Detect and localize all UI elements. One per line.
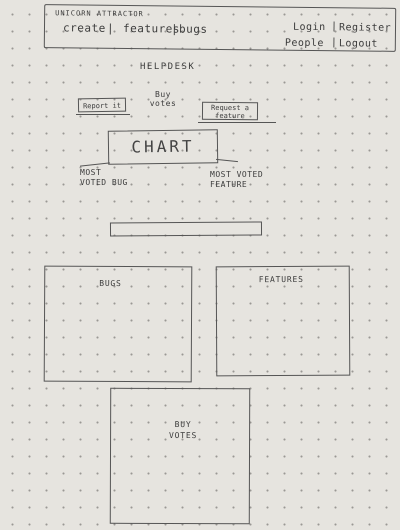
most-voted-feature-label: Most voted feature	[210, 170, 264, 189]
request-feature-button[interactable]: Request a feature	[201, 101, 259, 121]
page-subtitle: Buy votes	[149, 90, 177, 108]
nav-link-create[interactable]: create	[62, 21, 106, 35]
chart-connector	[80, 162, 110, 167]
chart-placeholder: CHART	[107, 129, 219, 165]
button-underline	[76, 114, 130, 115]
buy-votes-panel-title: Buy votes	[169, 419, 198, 441]
most-voted-bug-label: Most voted bug	[80, 168, 128, 187]
progress-bar-placeholder	[109, 221, 263, 237]
bugs-panel-title: Bugs	[99, 278, 122, 289]
login-link[interactable]: Login	[292, 21, 326, 34]
buy-votes-panel[interactable]: Buy votes	[109, 387, 251, 525]
nav-separator: |	[330, 37, 338, 49]
logout-link[interactable]: Logout	[338, 38, 379, 50]
chart-label: CHART	[131, 136, 195, 157]
features-panel[interactable]: Features	[215, 265, 351, 377]
chart-connector	[216, 158, 238, 163]
features-panel-title: Features	[258, 274, 304, 285]
nav-separator: |	[106, 21, 115, 35]
nav-link-bugs[interactable]: bugs	[178, 22, 208, 36]
nav-separator: |	[170, 22, 179, 36]
bugs-panel[interactable]: Bugs	[43, 265, 193, 383]
page-title: HELPDESK	[140, 62, 196, 72]
brand-logo[interactable]: Unicorn Attractor	[55, 9, 144, 19]
navbar: Unicorn Attractor create | features | bu…	[43, 4, 397, 52]
register-link[interactable]: Register	[338, 22, 392, 34]
profile-link[interactable]: People	[284, 37, 325, 50]
nav-separator: |	[330, 21, 338, 33]
report-bug-button[interactable]: Report it	[77, 97, 127, 113]
button-underline	[198, 122, 276, 123]
